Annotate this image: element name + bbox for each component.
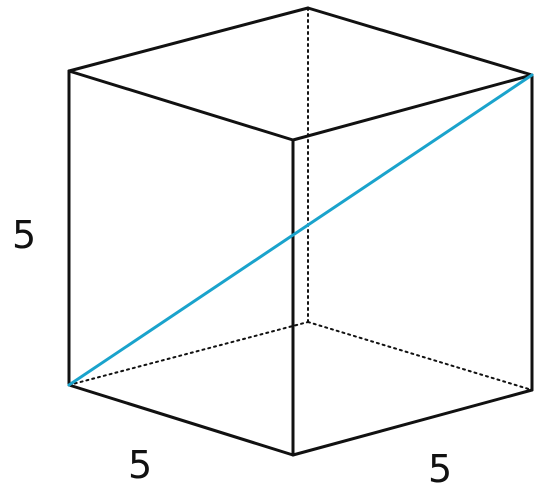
depth-label: 5 [428, 447, 452, 487]
edge-top-right-back [306, 6, 534, 77]
hidden-edge-back-left [68, 321, 309, 386]
edge-top-right-front [291, 73, 534, 142]
height-label: 5 [12, 213, 36, 257]
front-width-label: 5 [128, 443, 152, 487]
hidden-edge-back-right [307, 321, 533, 391]
edge-bottom-right [291, 388, 534, 457]
edge-top-left-front [67, 69, 295, 142]
edge-top-left-back [67, 6, 310, 73]
space-diagonal [67, 73, 534, 387]
edge-bottom-left [67, 383, 295, 457]
